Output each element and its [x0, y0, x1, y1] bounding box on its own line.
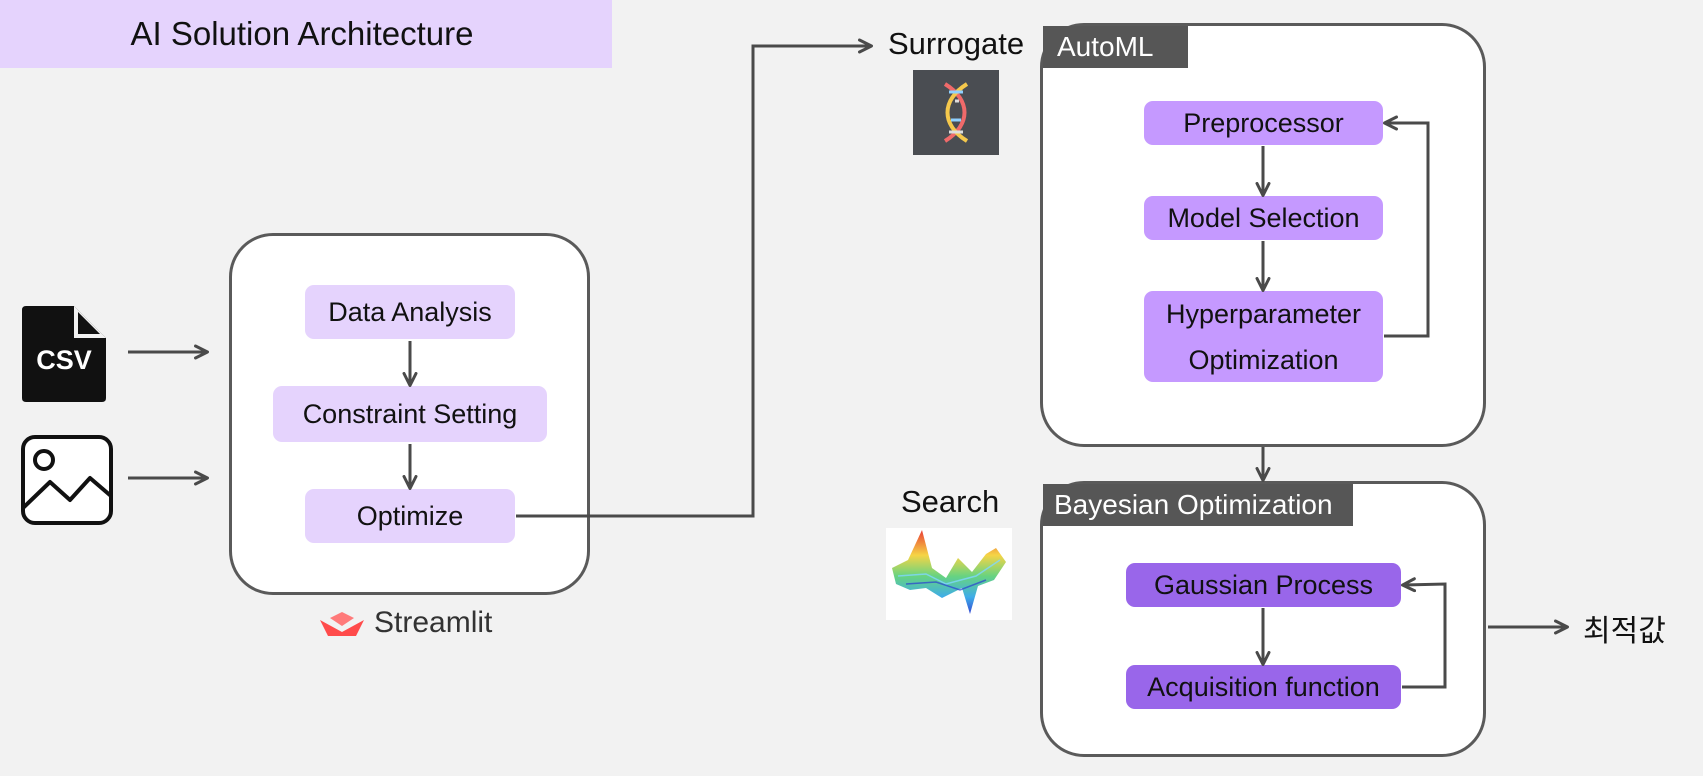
gaussian-process-step: Gaussian Process	[1126, 563, 1401, 607]
dna-icon	[913, 70, 999, 155]
preprocessor-step: Preprocessor	[1144, 101, 1383, 145]
hyperparameter-optimization-step: Hyperparameter Optimization	[1144, 291, 1383, 382]
page-title: AI Solution Architecture	[0, 0, 612, 68]
csv-file-icon: CSV	[20, 302, 110, 404]
acquisition-function-step: Acquisition function	[1126, 665, 1401, 709]
streamlit-logo-icon	[318, 610, 366, 640]
optimization-line: Optimization	[1188, 344, 1339, 375]
csv-label: CSV	[36, 345, 92, 375]
constraint-setting-step: Constraint Setting	[273, 386, 547, 442]
search-label: Search	[901, 484, 1000, 519]
streamlit-label: Streamlit	[374, 606, 493, 639]
hyperparameter-line: Hyperparameter	[1165, 298, 1362, 329]
surrogate-label: Surrogate	[888, 26, 1025, 61]
surface-plot-icon	[886, 528, 1012, 620]
image-icon	[20, 434, 114, 526]
automl-tag: AutoML	[1043, 26, 1188, 68]
bayesian-optimization-tag: Bayesian Optimization	[1043, 484, 1353, 526]
data-analysis-step: Data Analysis	[305, 285, 515, 339]
model-selection-step: Model Selection	[1144, 196, 1383, 240]
optimize-step: Optimize	[305, 489, 515, 543]
optimal-value-label: 최적값	[1583, 615, 1666, 648]
